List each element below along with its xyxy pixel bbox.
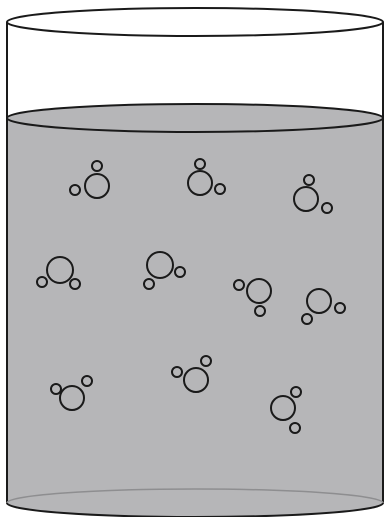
beaker-mouth — [6, 7, 384, 37]
liquid-surface — [6, 103, 384, 133]
molecules — [36, 158, 346, 434]
molecule-6 — [233, 278, 272, 317]
molecule-4 — [36, 256, 81, 290]
molecule-2 — [187, 158, 226, 196]
liquid-body — [6, 117, 384, 517]
molecule-1 — [69, 160, 110, 199]
molecule-3 — [293, 174, 333, 214]
molecule-9 — [171, 355, 212, 393]
molecule-8 — [50, 375, 93, 411]
beaker-bottom-back-rim — [6, 488, 384, 504]
molecule-7 — [301, 288, 346, 325]
molecule-5 — [143, 251, 186, 290]
molecule-10 — [270, 386, 302, 434]
